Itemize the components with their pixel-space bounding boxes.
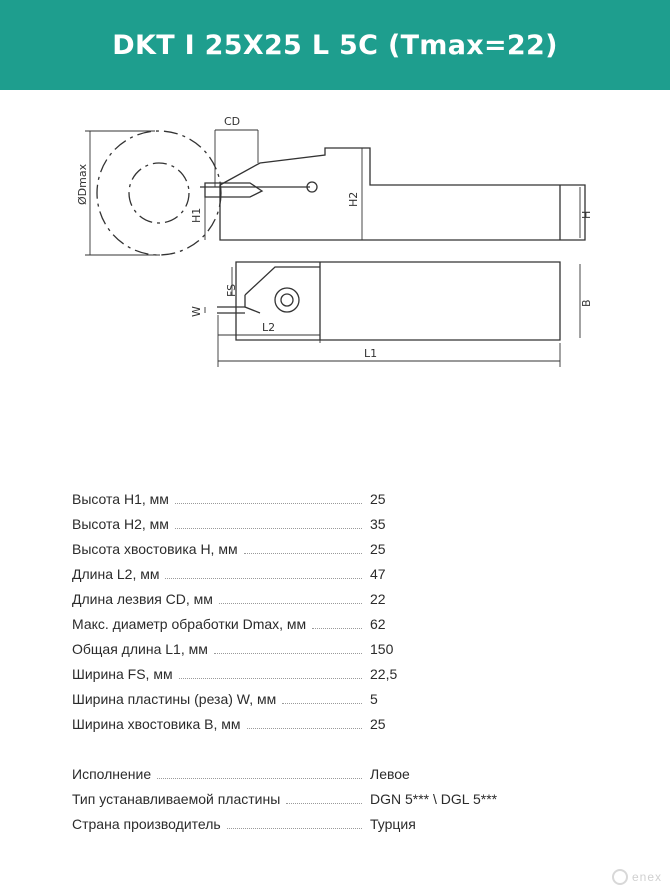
dot-leader — [282, 702, 363, 704]
workpiece-inner-circle — [128, 162, 190, 224]
insert-hole — [306, 181, 318, 193]
spec-value: DGN 5*** \ DGL 5*** — [370, 791, 498, 807]
dot-leader — [213, 652, 362, 654]
spec-row: Макс. диаметр обработки Dmax, мм 62 — [72, 608, 572, 633]
spec-row: Исполнение Левое — [72, 758, 572, 783]
dim-b: B — [580, 299, 593, 307]
holder-lower-body — [235, 261, 561, 341]
spec-value: 35 — [370, 516, 386, 532]
spec-label: Исполнение — [72, 766, 152, 782]
spec-value: Турция — [370, 816, 416, 832]
spec-label: Высота H2, мм — [72, 516, 169, 532]
dim-w: W — [190, 306, 203, 317]
spec-value: Левое — [370, 766, 410, 782]
spec-label: Высота H1, мм — [72, 491, 169, 507]
spec-row: Тип устанавливаемой пластины DGN 5*** \ D… — [72, 783, 572, 808]
dot-leader — [174, 527, 362, 529]
spec-label: Страна производитель — [72, 816, 221, 832]
spec-row: Ширина хвостовика B, мм 25 — [72, 708, 572, 733]
holder-upper-body — [219, 147, 586, 241]
dot-leader — [178, 677, 362, 679]
dim-fs: FS — [225, 284, 238, 297]
spec-label: Общая длина L1, мм — [72, 641, 208, 657]
spec-value: 62 — [370, 616, 386, 632]
spacer — [72, 733, 572, 758]
spec-value: 22,5 — [370, 666, 398, 682]
spec-value: 25 — [370, 541, 386, 557]
spec-value: 25 — [370, 716, 386, 732]
drawing-svg: CD ØDmax H1 H2 H FS W B L2 L1 — [76, 115, 593, 367]
dim-cd: CD — [224, 115, 240, 128]
technical-drawing: CD ØDmax H1 H2 H FS W B L2 L1 — [0, 95, 670, 385]
spec-value: 5 — [370, 691, 378, 707]
enex-logo: enex — [611, 869, 662, 885]
dim-h: H — [580, 211, 593, 219]
spec-label: Ширина пластины (реза) W, мм — [72, 691, 277, 707]
dot-leader — [312, 627, 363, 629]
dot-leader — [174, 502, 362, 504]
dot-leader — [157, 777, 363, 779]
dot-leader — [243, 552, 362, 554]
spec-label: Ширина хвостовика B, мм — [72, 716, 241, 732]
spec-value: 47 — [370, 566, 386, 582]
workpiece-circle — [96, 130, 222, 256]
dot-leader — [165, 577, 363, 579]
spec-label: Длина лезвия CD, мм — [72, 591, 213, 607]
spec-row: Длина лезвия CD, мм 22 — [72, 583, 572, 608]
page-header: DKT I 25X25 L 5C (Tmax=22) — [0, 0, 670, 90]
spec-row: Длина L2, мм 47 — [72, 558, 572, 583]
logo-ring-icon — [611, 869, 628, 885]
spec-label: Высота хвостовика H, мм — [72, 541, 238, 557]
cutting-insert-top — [204, 182, 264, 198]
dim-l1: L1 — [364, 347, 377, 360]
dim-l2: L2 — [262, 321, 275, 334]
clamp-screw — [274, 287, 300, 313]
spec-row: Ширина пластины (реза) W, мм 5 — [72, 683, 572, 708]
dim-dmax: ØDmax — [76, 163, 89, 205]
page-title: DKT I 25X25 L 5C (Tmax=22) — [112, 29, 558, 61]
spec-row: Страна производитель Турция — [72, 808, 572, 833]
spec-value: 25 — [370, 491, 386, 507]
dot-leader — [218, 602, 362, 604]
spec-value: 22 — [370, 591, 386, 607]
dot-leader — [286, 802, 363, 804]
spec-value: 150 — [370, 641, 394, 657]
spec-row: Высота хвостовика H, мм 25 — [72, 533, 572, 558]
logo-text: enex — [631, 870, 662, 884]
dim-h2: H2 — [347, 192, 360, 207]
spec-label: Макс. диаметр обработки Dmax, мм — [72, 616, 307, 632]
spec-row: Высота H2, мм 35 — [72, 508, 572, 533]
spec-label: Тип устанавливаемой пластины — [72, 791, 281, 807]
dot-leader — [226, 827, 362, 829]
spec-label: Ширина FS, мм — [72, 666, 173, 682]
spec-label: Длина L2, мм — [72, 566, 160, 582]
spec-row: Высота H1, мм 25 — [72, 483, 572, 508]
spec-row: Общая длина L1, мм 150 — [72, 633, 572, 658]
dim-h1: H1 — [190, 208, 203, 223]
spec-row: Ширина FS, мм 22,5 — [72, 658, 572, 683]
dot-leader — [246, 727, 362, 729]
